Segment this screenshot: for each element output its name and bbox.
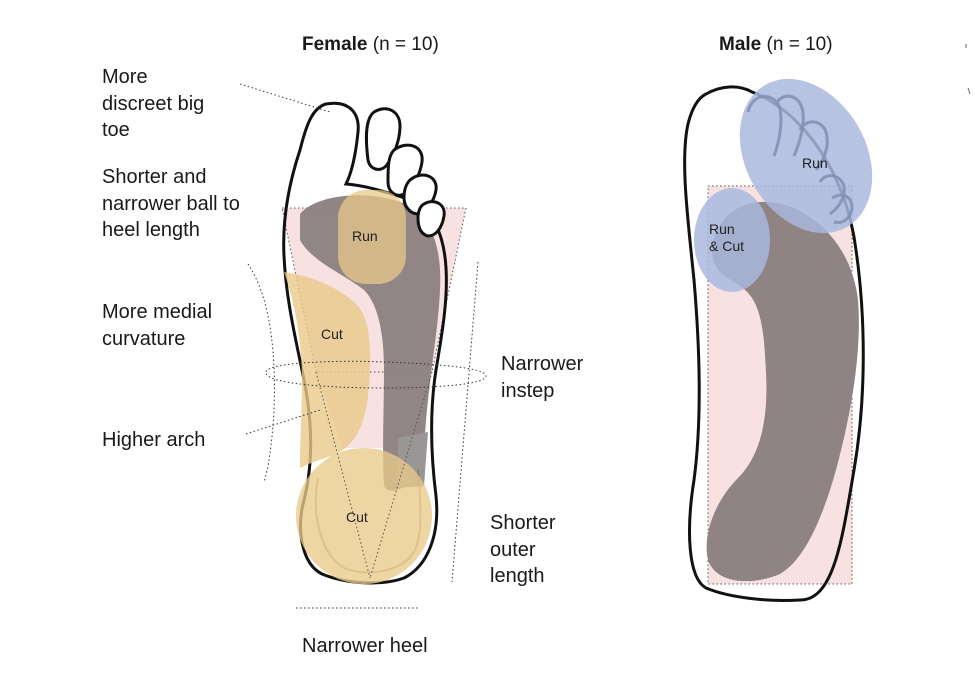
male-title-n: (n = 10) bbox=[761, 34, 833, 55]
male-pressure-region bbox=[706, 201, 859, 582]
male-toes bbox=[746, 94, 854, 224]
female-instep-ellipse bbox=[265, 360, 487, 389]
leader-big-toe bbox=[239, 83, 331, 113]
male-run-cut-label-line2: & Cut bbox=[709, 238, 744, 254]
female-title-bold: Female bbox=[302, 34, 368, 55]
edge-mark-2 bbox=[967, 87, 971, 95]
female-cut-medial-region bbox=[284, 272, 371, 468]
male-run-cut-label-line1: Run bbox=[709, 221, 735, 237]
male-run-label: Run bbox=[802, 155, 828, 171]
annotation-narrower-instep: Narrower instep bbox=[501, 353, 584, 402]
female-guide-line-left bbox=[315, 371, 371, 579]
female-toe-5 bbox=[416, 200, 446, 238]
female-title: Female (n = 10) bbox=[302, 34, 439, 56]
female-outer-length-line bbox=[451, 261, 479, 583]
female-cut-medial-label: Cut bbox=[321, 326, 343, 342]
annotation-ball-to-heel: Shorter and narrower ball to heel length bbox=[102, 166, 240, 241]
female-medial-bracket bbox=[247, 263, 275, 483]
annotation-higher-arch: Higher arch bbox=[102, 429, 206, 451]
annotation-big-toe: More discreet big toe bbox=[102, 66, 205, 141]
female-cut-heel-label: Cut bbox=[346, 509, 368, 525]
female-run-region bbox=[338, 190, 406, 284]
male-foot: Run Run & Cut bbox=[683, 78, 873, 602]
female-cut-heel-region bbox=[296, 448, 432, 584]
female-pressure-region bbox=[300, 195, 441, 491]
female-run-label: Run bbox=[352, 228, 378, 244]
male-title: Male (n = 10) bbox=[719, 34, 833, 56]
male-title-bold: Male bbox=[719, 34, 762, 55]
annotation-narrower-heel: Narrower heel bbox=[302, 635, 428, 657]
female-foot: Run Cut Cut bbox=[239, 83, 487, 609]
male-run-cut-region bbox=[694, 188, 770, 292]
annotation-medial-curvature: More medial curvature bbox=[102, 301, 213, 350]
leader-arch bbox=[245, 409, 321, 435]
female-title-n: (n = 10) bbox=[367, 34, 439, 55]
annotation-outer-length: Shorter outer length bbox=[490, 512, 556, 587]
